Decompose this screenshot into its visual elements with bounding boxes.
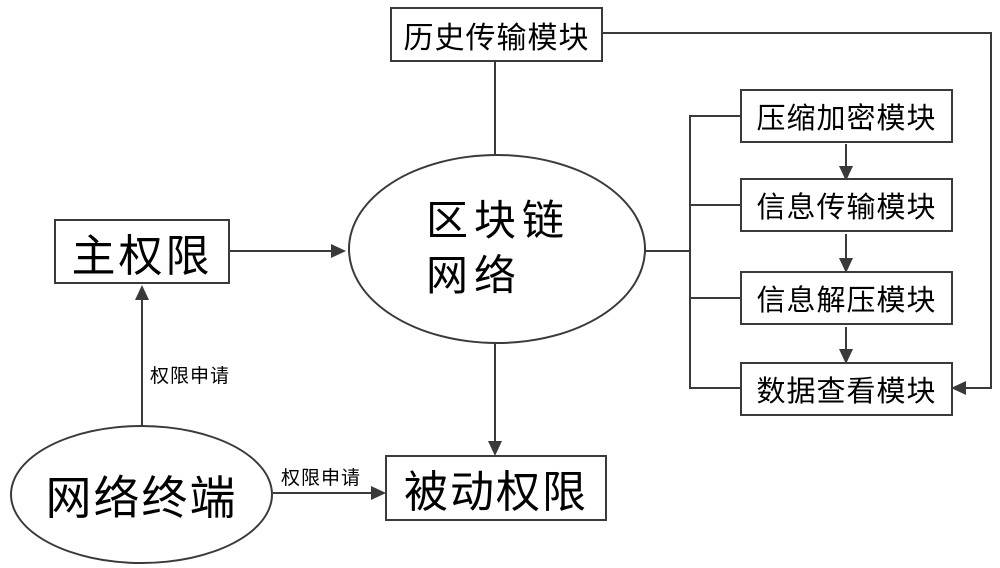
node-main-authority: 主权限 (54, 219, 230, 284)
connector-mainauth-to-blockchain (230, 250, 332, 252)
node-info-transmission-module: 信息传输模块 (740, 178, 953, 232)
connector-blockchain-to-passive (494, 344, 496, 444)
edge-label-permission-request-left: 权限申请 (150, 361, 231, 388)
arrowhead-into-dataview-top-icon (839, 349, 853, 364)
node-label: 网络终端 (45, 470, 238, 525)
node-label: 区块链 网络 (426, 194, 570, 303)
connector-right-edge-down (990, 32, 992, 388)
node-label: 信息解压模块 (756, 283, 937, 317)
blockchain-label-line2: 网络 (426, 251, 523, 300)
connector-terminal-to-mainauth (141, 297, 143, 426)
connector-history-to-blockchain (494, 62, 496, 156)
node-label: 数据查看模块 (756, 374, 937, 408)
arrowhead-into-mainauth-icon (135, 285, 149, 300)
node-label: 被动权限 (404, 467, 588, 518)
node-passive-authority: 被动权限 (385, 455, 607, 521)
connector-history-to-right-edge (603, 32, 992, 34)
arrowhead-into-decompression-icon (839, 258, 853, 273)
arrowhead-into-dataview-icon (951, 381, 966, 395)
blockchain-label-line1: 区块链 (426, 196, 571, 246)
arrowhead-into-passive-icon (488, 441, 502, 456)
node-info-decompression-module: 信息解压模块 (740, 271, 953, 325)
node-label: 主权限 (71, 230, 213, 282)
connector-blockchain-to-bus (644, 250, 691, 252)
connector-bus-to-compression (689, 115, 740, 117)
node-data-view-module: 数据查看模块 (740, 362, 953, 416)
connector-decompression-to-dataview (845, 327, 847, 351)
arrowhead-into-passive-left-icon (371, 486, 386, 500)
node-blockchain-network: 区块链 网络 (348, 154, 646, 344)
connector-compression-to-transmission (845, 144, 847, 170)
arrowhead-into-transmission-icon (839, 166, 853, 181)
connector-transmission-to-decompression (845, 234, 847, 260)
node-label: 信息传输模块 (756, 190, 937, 224)
node-label: 压缩加密模块 (756, 101, 937, 135)
connector-bus-to-transmission (689, 204, 740, 206)
connector-right-edge-to-dataview (964, 387, 992, 389)
connector-bus-to-dataview (689, 387, 740, 389)
connector-bus-vertical (689, 115, 691, 389)
node-history-transmission-module: 历史传输模块 (390, 7, 603, 62)
node-compression-encryption-module: 压缩加密模块 (740, 89, 953, 143)
connector-terminal-to-passive (273, 492, 375, 494)
node-network-terminal: 网络终端 (10, 425, 273, 564)
connector-bus-to-decompression (689, 297, 740, 299)
edge-label-permission-request-right: 权限申请 (281, 463, 362, 490)
node-label: 历史传输模块 (403, 20, 590, 56)
arrowhead-into-blockchain-icon (331, 244, 346, 258)
